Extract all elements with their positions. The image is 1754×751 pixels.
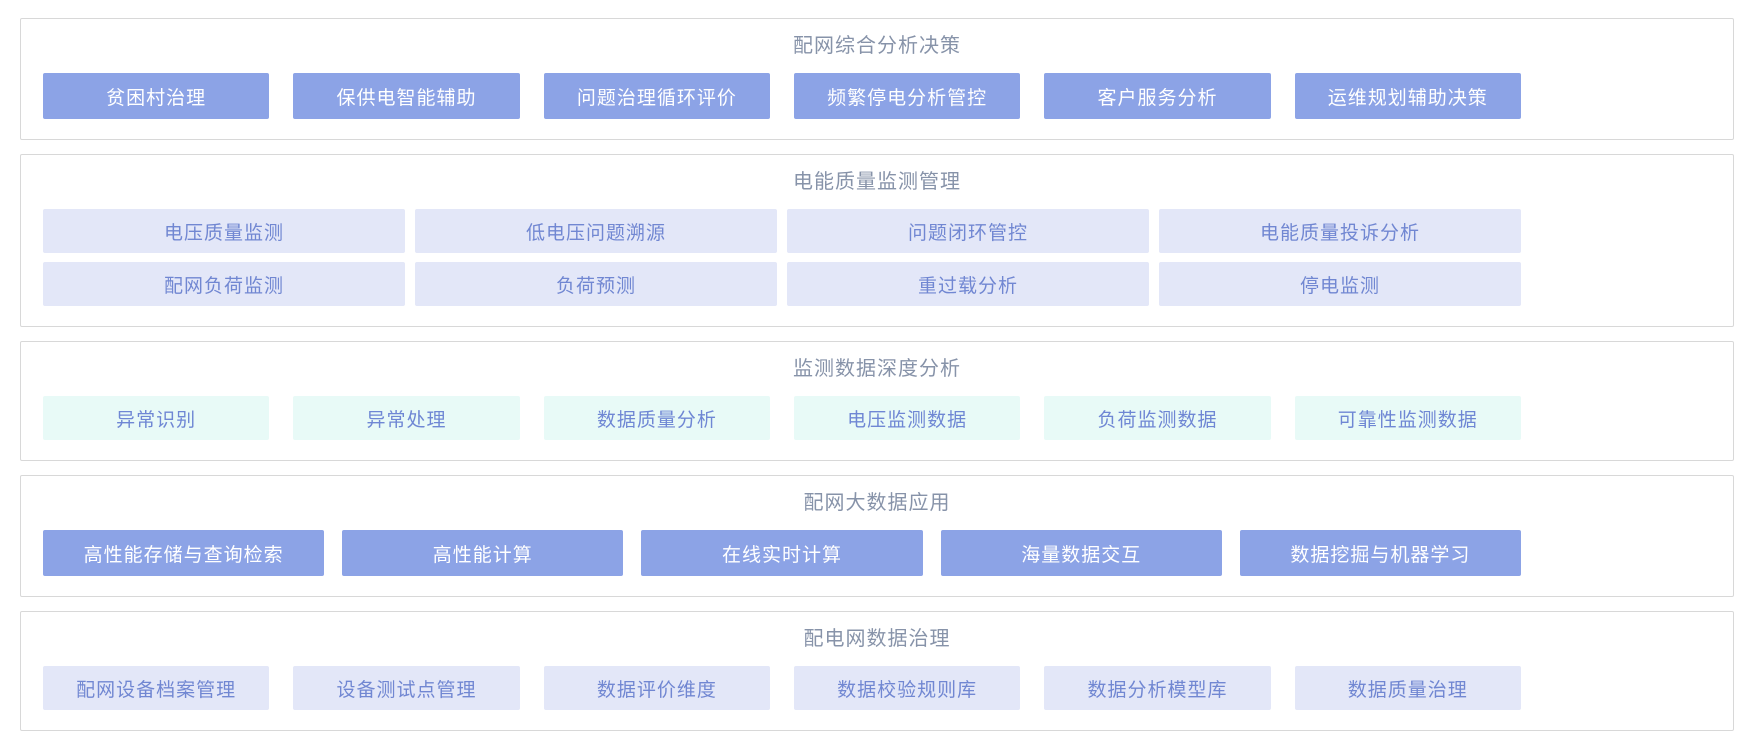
tile-button[interactable]: 运维规划辅助决策 bbox=[1294, 73, 1521, 119]
tile-button[interactable]: 异常识别 bbox=[43, 396, 270, 440]
panel-title-distribution-big-data-application: 配网大数据应用 bbox=[803, 492, 951, 514]
panel-title-distribution-network-data-governance: 配电网数据治理 bbox=[803, 628, 951, 650]
tile-button[interactable]: 数据挖掘与机器学习 bbox=[1239, 530, 1522, 576]
button-row: 配网负荷监测负荷预测重过载分析停电监测 bbox=[43, 262, 1711, 306]
tile-button[interactable]: 电能质量投诉分析 bbox=[1159, 209, 1521, 253]
button-row: 高性能存储与查询检索高性能计算在线实时计算海量数据交互数据挖掘与机器学习 bbox=[43, 530, 1711, 576]
tile-button[interactable]: 高性能存储与查询检索 bbox=[43, 530, 325, 576]
panel-title-power-quality-monitoring-management: 电能质量监测管理 bbox=[793, 171, 961, 193]
tile-button[interactable]: 在线实时计算 bbox=[641, 530, 923, 576]
tile-button[interactable]: 贫困村治理 bbox=[43, 73, 270, 119]
tile-button[interactable]: 数据评价维度 bbox=[543, 666, 770, 710]
tile-button[interactable]: 停电监测 bbox=[1159, 262, 1521, 306]
tile-button[interactable]: 配网设备档案管理 bbox=[43, 666, 270, 710]
tile-button[interactable]: 数据质量分析 bbox=[543, 396, 770, 440]
panel-power-quality-monitoring-management: 电能质量监测管理电压质量监测低电压问题溯源问题闭环管控电能质量投诉分析配网负荷监… bbox=[20, 154, 1734, 327]
tile-button[interactable]: 问题治理循环评价 bbox=[543, 73, 770, 119]
button-row: 配网设备档案管理设备测试点管理数据评价维度数据校验规则库数据分析模型库数据质量治… bbox=[43, 666, 1711, 710]
tile-button[interactable]: 客户服务分析 bbox=[1044, 73, 1271, 119]
tile-button[interactable]: 异常处理 bbox=[293, 396, 520, 440]
tile-button[interactable]: 保供电智能辅助 bbox=[293, 73, 520, 119]
tile-button[interactable]: 高性能计算 bbox=[342, 530, 624, 576]
panel-distribution-network-data-governance: 配电网数据治理配网设备档案管理设备测试点管理数据评价维度数据校验规则库数据分析模… bbox=[20, 611, 1734, 731]
tile-button[interactable]: 重过载分析 bbox=[787, 262, 1149, 306]
tile-button[interactable]: 海量数据交互 bbox=[940, 530, 1222, 576]
tile-button[interactable]: 可靠性监测数据 bbox=[1294, 396, 1521, 440]
tile-button[interactable]: 数据校验规则库 bbox=[793, 666, 1021, 710]
panel-distribution-big-data-application: 配网大数据应用高性能存储与查询检索高性能计算在线实时计算海量数据交互数据挖掘与机… bbox=[20, 475, 1734, 597]
tile-button[interactable]: 电压质量监测 bbox=[43, 209, 405, 253]
panel-comprehensive-analysis-decision: 配网综合分析决策贫困村治理保供电智能辅助问题治理循环评价频繁停电分析管控客户服务… bbox=[20, 18, 1734, 140]
button-row: 电压质量监测低电压问题溯源问题闭环管控电能质量投诉分析 bbox=[43, 209, 1711, 253]
tile-button[interactable]: 数据质量治理 bbox=[1294, 666, 1521, 710]
panel-title-comprehensive-analysis-decision: 配网综合分析决策 bbox=[793, 35, 961, 57]
tile-button[interactable]: 低电压问题溯源 bbox=[415, 209, 777, 253]
tile-button[interactable]: 频繁停电分析管控 bbox=[793, 73, 1021, 119]
tile-button[interactable]: 数据分析模型库 bbox=[1044, 666, 1271, 710]
panel-title-monitoring-data-deep-analysis: 监测数据深度分析 bbox=[793, 358, 961, 380]
tile-button[interactable]: 配网负荷监测 bbox=[43, 262, 405, 306]
tile-button[interactable]: 负荷监测数据 bbox=[1044, 396, 1271, 440]
button-row: 异常识别异常处理数据质量分析电压监测数据负荷监测数据可靠性监测数据 bbox=[43, 396, 1711, 440]
tile-button[interactable]: 问题闭环管控 bbox=[787, 209, 1149, 253]
tile-button[interactable]: 设备测试点管理 bbox=[293, 666, 520, 710]
tile-button[interactable]: 负荷预测 bbox=[415, 262, 777, 306]
button-row: 贫困村治理保供电智能辅助问题治理循环评价频繁停电分析管控客户服务分析运维规划辅助… bbox=[43, 73, 1711, 119]
panel-monitoring-data-deep-analysis: 监测数据深度分析异常识别异常处理数据质量分析电压监测数据负荷监测数据可靠性监测数… bbox=[20, 341, 1734, 461]
tile-button[interactable]: 电压监测数据 bbox=[793, 396, 1021, 440]
